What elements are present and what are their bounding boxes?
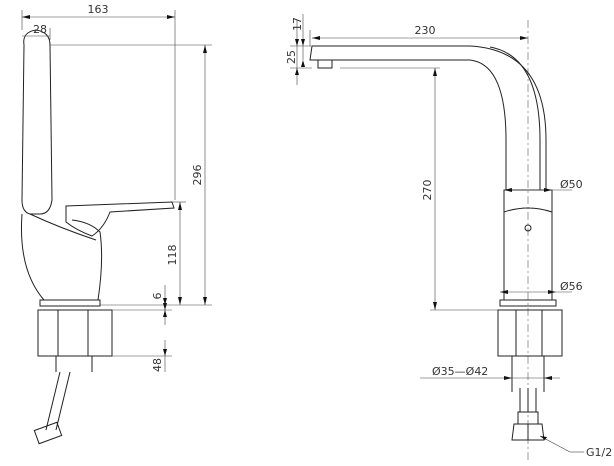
dim-spout-reach: 230 bbox=[415, 24, 436, 37]
dim-hole-diameter: Ø35—Ø42 bbox=[432, 365, 488, 378]
dim-base-gap: 6 bbox=[151, 293, 164, 300]
side-view: 163 28 296 118 6 48 bbox=[21, 3, 212, 445]
dim-base-diameter: Ø56 bbox=[560, 280, 583, 293]
dim-overall-width: 163 bbox=[88, 3, 109, 16]
dim-spout-thickness: 25 bbox=[285, 50, 298, 64]
dim-spout-clearance: 270 bbox=[421, 180, 434, 201]
dim-mount-thickness: 48 bbox=[151, 358, 164, 372]
dim-spout-tip: 17 bbox=[291, 17, 304, 31]
mount-block-side bbox=[37, 309, 113, 357]
front-view: 230 17 25 270 Ø50 Ø56 Ø35—Ø42 G1/2 bbox=[285, 14, 612, 460]
dim-handle-width: 28 bbox=[33, 23, 47, 36]
dim-body-diameter: Ø50 bbox=[560, 178, 583, 191]
hose-side bbox=[45, 371, 71, 431]
dim-overall-height: 296 bbox=[191, 165, 204, 186]
mount-block-front bbox=[497, 309, 563, 357]
spout-front bbox=[309, 45, 547, 190]
hose-front bbox=[519, 388, 537, 412]
faucet-body-side bbox=[21, 29, 53, 215]
dim-spout-height: 118 bbox=[166, 245, 179, 266]
dim-thread: G1/2 bbox=[586, 446, 612, 459]
handle-lever bbox=[65, 201, 175, 237]
